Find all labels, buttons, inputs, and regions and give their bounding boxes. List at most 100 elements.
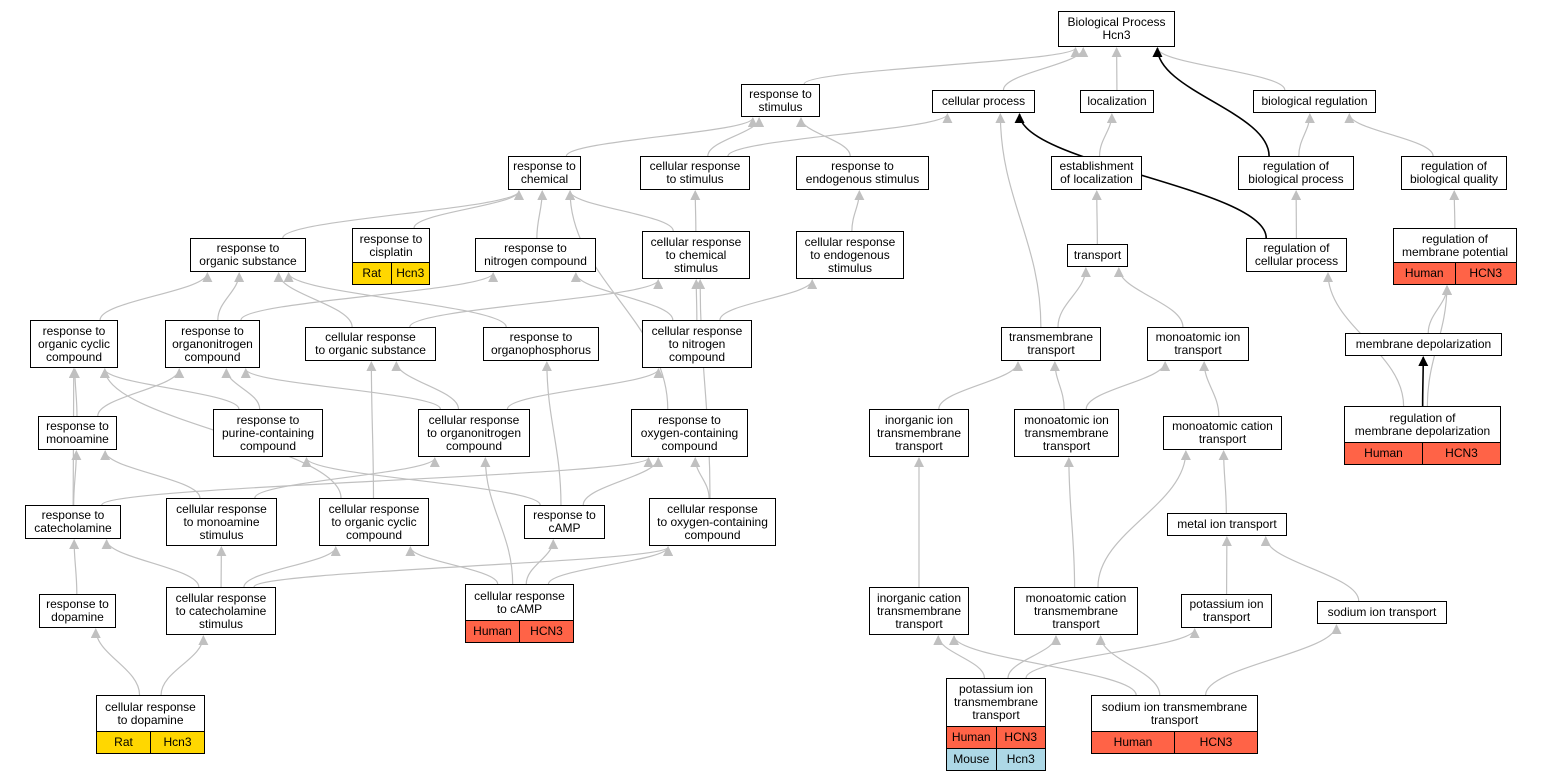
term-label: response to nitrogen compound — [484, 241, 587, 268]
term-label: localization — [1087, 94, 1147, 108]
go-term-loc[interactable]: localization — [1080, 90, 1154, 113]
go-term-cronc[interactable]: cellular response to organonitrogen comp… — [418, 409, 530, 457]
go-term-nait[interactable]: sodium ion transport — [1317, 601, 1447, 624]
edge-crcs-to-rtc — [565, 190, 674, 232]
edge-crtos-to-crcs — [409, 279, 664, 328]
gene-label: HCN3 — [519, 621, 573, 642]
go-term-crs[interactable]: cellular response to stimulus — [640, 156, 750, 190]
go-term-robp[interactable]: regulation of biological process — [1238, 156, 1354, 190]
go-term-mett[interactable]: metal ion transport — [1167, 513, 1287, 536]
go-term-crocontc[interactable]: cellular response to oxygen-containing c… — [649, 498, 776, 546]
term-label: regulation of cellular process — [1254, 241, 1339, 268]
go-term-rtcamp[interactable]: response to cAMP — [524, 505, 605, 539]
term-label: sodium ion transport — [1327, 605, 1437, 619]
term-label: potassium ion transmembrane transport — [953, 682, 1039, 722]
edge-mct-to-mit — [1199, 361, 1220, 417]
go-term-rtop[interactable]: response to organophosphorus — [483, 327, 599, 361]
go-term-crocc[interactable]: cellular response to organic cyclic comp… — [319, 498, 429, 546]
go-term-iitt[interactable]: inorganic ion transmembrane transport — [869, 409, 969, 457]
edge-naitt-to-nait — [1205, 624, 1342, 696]
edge-crcs2-to-crocc — [243, 546, 341, 588]
edge-crnc-to-cres — [719, 279, 818, 321]
term-label: cellular response to chemical stimulus — [650, 234, 742, 275]
go-term-robq[interactable]: regulation of biological quality — [1401, 156, 1507, 190]
edge-cres-to-rtes — [851, 190, 865, 232]
edge-trans-to-eol — [1091, 190, 1102, 245]
go-term-mct[interactable]: monoatomic cation transport — [1163, 416, 1282, 450]
edge-crs-to-cp — [727, 113, 953, 157]
go-term-rtes[interactable]: response to endogenous stimulus — [796, 156, 929, 190]
term-label: monoatomic ion transport — [1155, 330, 1241, 357]
edge-naitt-to-ictt — [949, 635, 1137, 696]
edge-crnc-to-crcs — [691, 279, 702, 321]
edge-breg-to-bp — [1152, 47, 1286, 91]
go-term-md[interactable]: membrane depolarization — [1345, 333, 1502, 356]
go-term-cp[interactable]: cellular process — [932, 90, 1035, 113]
edge-crcs-to-crs — [690, 190, 701, 232]
go-term-rtnc[interactable]: response to nitrogen compound — [475, 238, 596, 272]
term-label: cellular response to organonitrogen comp… — [426, 412, 522, 453]
edge-crcamp-to-crocc — [405, 546, 499, 585]
gene-label: HCN3 — [1422, 443, 1500, 464]
go-term-rts[interactable]: response to stimulus — [741, 84, 820, 117]
go-term-rtocontc[interactable]: response to oxygen-containing compound — [631, 409, 748, 457]
term-label: regulation of membrane depolarization — [1354, 410, 1491, 438]
term-label: monoatomic ion transmembrane transport — [1024, 412, 1109, 453]
species-label: Human — [951, 730, 991, 744]
go-term-rocp[interactable]: regulation of cellular process — [1246, 238, 1347, 272]
term-label: transmembrane transport — [1008, 330, 1094, 357]
go-term-mctt[interactable]: monoatomic cation transmembrane transpor… — [1014, 587, 1138, 635]
term-label: response to dopamine — [46, 597, 109, 624]
edge-crocontc-to-crcs — [695, 279, 711, 499]
go-term-mit[interactable]: monoatomic ion transport — [1147, 327, 1249, 361]
edge-tmt-to-cp — [995, 113, 1042, 328]
edge-mitt-to-mit — [1085, 361, 1171, 410]
edge-crms-to-cronc — [254, 457, 440, 499]
go-term-crcs[interactable]: cellular response to chemical stimulus — [642, 231, 750, 279]
go-term-kit[interactable]: potassium ion transport — [1181, 594, 1272, 628]
edge-rtonc-to-rtos — [217, 272, 245, 321]
go-term-mitt[interactable]: monoatomic ion transmembrane transport — [1014, 409, 1119, 457]
go-term-crcs2[interactable]: cellular response to catecholamine stimu… — [166, 587, 276, 635]
go-term-crnc[interactable]: cellular response to nitrogen compound — [642, 320, 752, 368]
go-term-tmt[interactable]: transmembrane transport — [1001, 327, 1101, 361]
go-term-rtma[interactable]: response to monoamine — [38, 416, 117, 450]
term-label: inorganic ion transmembrane transport — [876, 412, 962, 453]
edge-robp-to-breg — [1298, 113, 1315, 157]
go-term-bp[interactable]: Biological Process Hcn3 — [1058, 11, 1175, 47]
go-term-rtdop[interactable]: response to dopamine — [39, 594, 116, 628]
go-term-rtcat[interactable]: response to catecholamine — [25, 505, 121, 539]
go-term-rtpcc[interactable]: response to purine-containing compound — [213, 409, 323, 457]
go-term-ictt[interactable]: inorganic cation transmembrane transport — [869, 587, 969, 635]
go-term-cres[interactable]: cellular response to endogenous stimulus — [796, 231, 904, 279]
edge-rtcamp-to-rtocontc — [582, 457, 664, 506]
edge-crcs2-to-rtcat — [101, 539, 200, 588]
edge-rts-to-bp — [803, 47, 1081, 85]
go-term-trans[interactable]: transport — [1067, 244, 1128, 267]
term-label: response to organonitrogen compound — [172, 323, 253, 364]
go-term-rtocc[interactable]: response to organic cyclic compound — [30, 320, 118, 368]
edge-crocc-to-crtos — [366, 361, 377, 499]
edge-iitt-to-tmt — [938, 361, 1023, 410]
go-term-rtos[interactable]: response to organic substance — [190, 238, 306, 272]
edge-mitt-to-tmt — [1049, 361, 1065, 410]
go-term-crms[interactable]: cellular response to monoamine stimulus — [166, 498, 277, 546]
go-term-eol[interactable]: establishment of localization — [1051, 156, 1142, 190]
go-term-rtc[interactable]: response to chemical — [508, 156, 581, 190]
go-term-rtonc[interactable]: response to organonitrogen compound — [165, 320, 260, 368]
go-term-breg[interactable]: biological regulation — [1253, 90, 1376, 113]
term-label: cellular response to organic cyclic comp… — [328, 501, 420, 542]
go-term-crtos[interactable]: cellular response to organic substance — [305, 327, 436, 361]
